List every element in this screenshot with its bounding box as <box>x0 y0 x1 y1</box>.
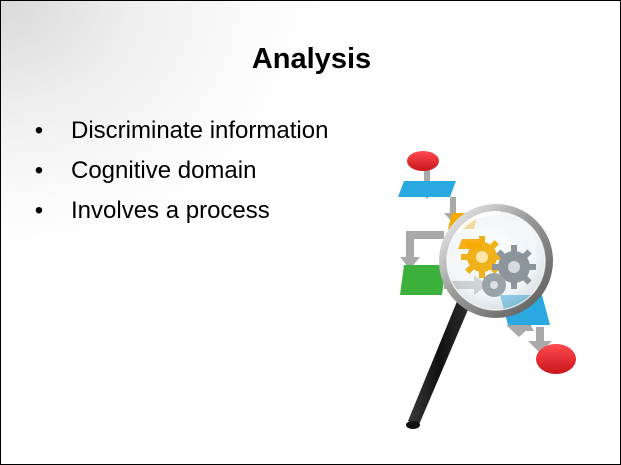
gear-icon <box>482 273 506 297</box>
bullet-list: • Discriminate information • Cognitive d… <box>29 111 329 231</box>
bullet-text: Cognitive domain <box>71 157 257 184</box>
bullet-dot-icon: • <box>34 157 44 184</box>
magnifier-handle <box>408 299 470 427</box>
bullet-dot-icon: • <box>34 197 44 224</box>
flowchart-green-shape <box>400 265 446 295</box>
flowchart-start-shape <box>407 151 439 171</box>
magnifier-flowchart-icon <box>398 151 576 429</box>
gear-icon <box>461 236 503 278</box>
flowchart-end-shape <box>536 344 576 374</box>
bullet-text: Discriminate information <box>71 117 329 144</box>
bullet-item: • Discriminate information <box>29 111 329 151</box>
flowchart-blue-shape <box>398 181 456 197</box>
bullet-item: • Involves a process <box>29 191 328 231</box>
bullet-item: • Cognitive domain <box>29 151 328 191</box>
bullet-text: Involves a process <box>71 197 270 224</box>
bullet-dot-icon: • <box>34 117 44 144</box>
slide-title: Analysis <box>251 43 372 75</box>
